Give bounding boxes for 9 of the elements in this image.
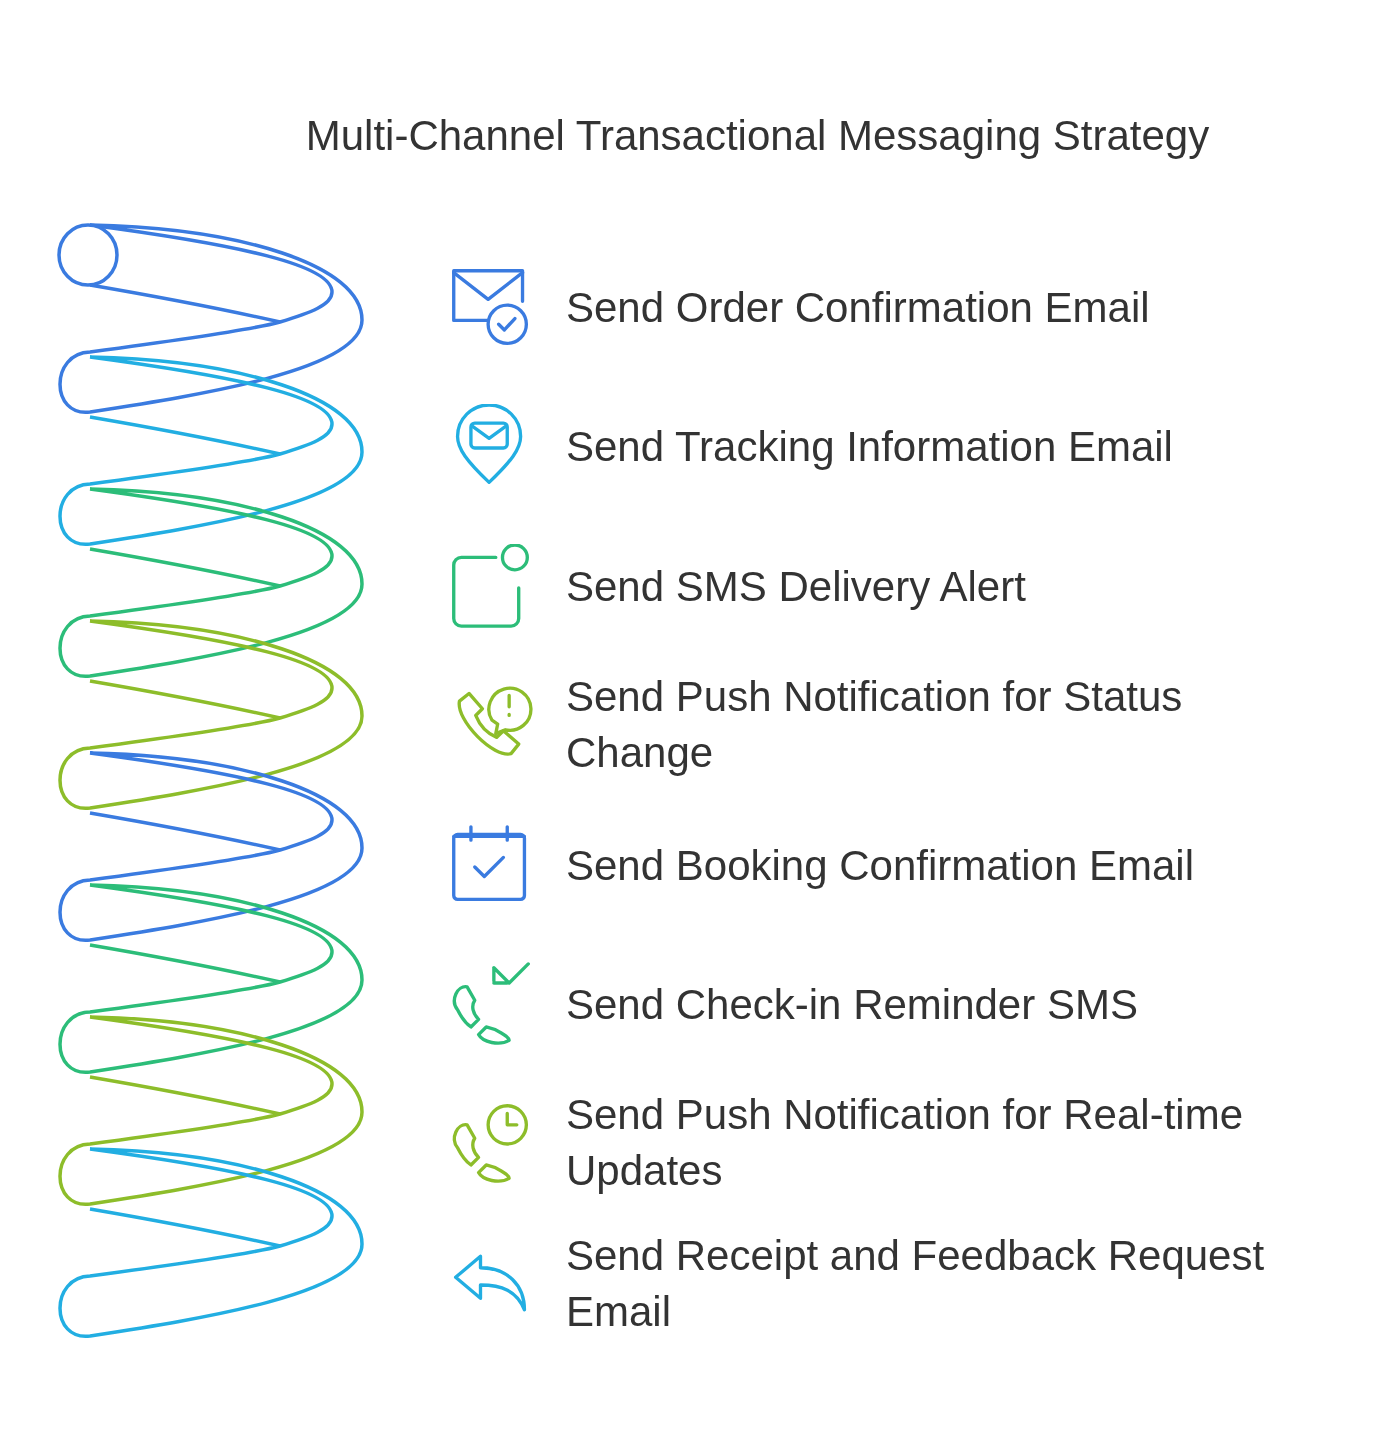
step-label: Send Check-in Reminder SMS bbox=[566, 980, 1139, 1030]
step-label: Send Push Notification for Status Change bbox=[566, 672, 1184, 778]
step-label: Send SMS Delivery Alert bbox=[566, 562, 1027, 612]
diagram-title: Multi-Channel Transactional Messaging Strategy bbox=[304, 112, 1211, 160]
step-label: Send Receipt and Feedback Request Email bbox=[566, 1231, 1266, 1337]
step-label: Send Push Notification for Real-time Updates bbox=[566, 1090, 1244, 1196]
step-label: Send Order Confirmation Email bbox=[566, 283, 1151, 333]
step-label: Send Tracking Information Email bbox=[566, 422, 1174, 472]
step-label: Send Booking Confirmation Email bbox=[566, 841, 1195, 891]
